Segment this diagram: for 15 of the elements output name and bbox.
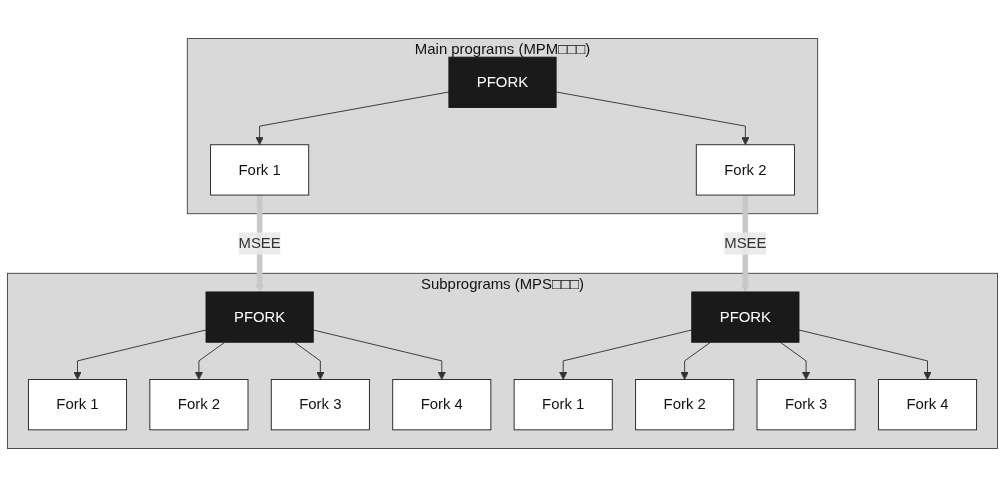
node-box: Fork 3	[756, 379, 856, 431]
node-box: Fork 1	[27, 379, 128, 431]
node-box: PFORK	[205, 291, 314, 343]
node-box: Fork 2	[635, 379, 735, 431]
node-box: Fork 2	[149, 379, 249, 431]
edge-label: MSEE	[724, 235, 767, 251]
node-box: Fork 3	[270, 379, 370, 431]
node-box: PFORK	[691, 291, 800, 343]
node-box: Fork 1	[210, 144, 310, 196]
node-box: PFORK	[448, 56, 557, 108]
node-box: Fork 4	[392, 379, 492, 431]
node-box: Fork 1	[513, 379, 613, 431]
edge-label: MSEE	[238, 235, 281, 251]
node-box: Fork 4	[877, 379, 978, 431]
node-box: Fork 2	[695, 144, 795, 196]
